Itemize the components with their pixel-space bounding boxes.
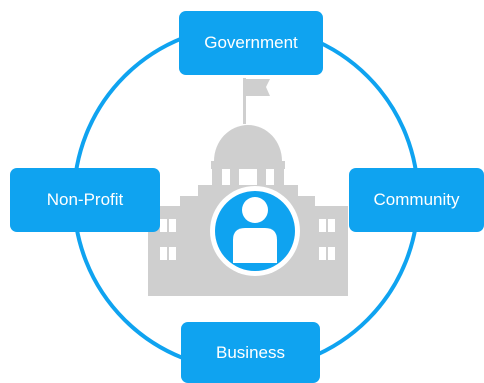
community-node: Community	[349, 168, 484, 232]
business-node: Business	[181, 322, 320, 383]
building-windows	[160, 219, 335, 260]
person-icon	[210, 186, 300, 276]
non-profit-node: Non-Profit	[10, 168, 160, 232]
business-label: Business	[216, 342, 285, 362]
government-label: Government	[204, 33, 298, 52]
government-node: Government	[179, 11, 323, 75]
non-profit-label: Non-Profit	[46, 190, 124, 209]
community-label: Community	[373, 190, 460, 209]
